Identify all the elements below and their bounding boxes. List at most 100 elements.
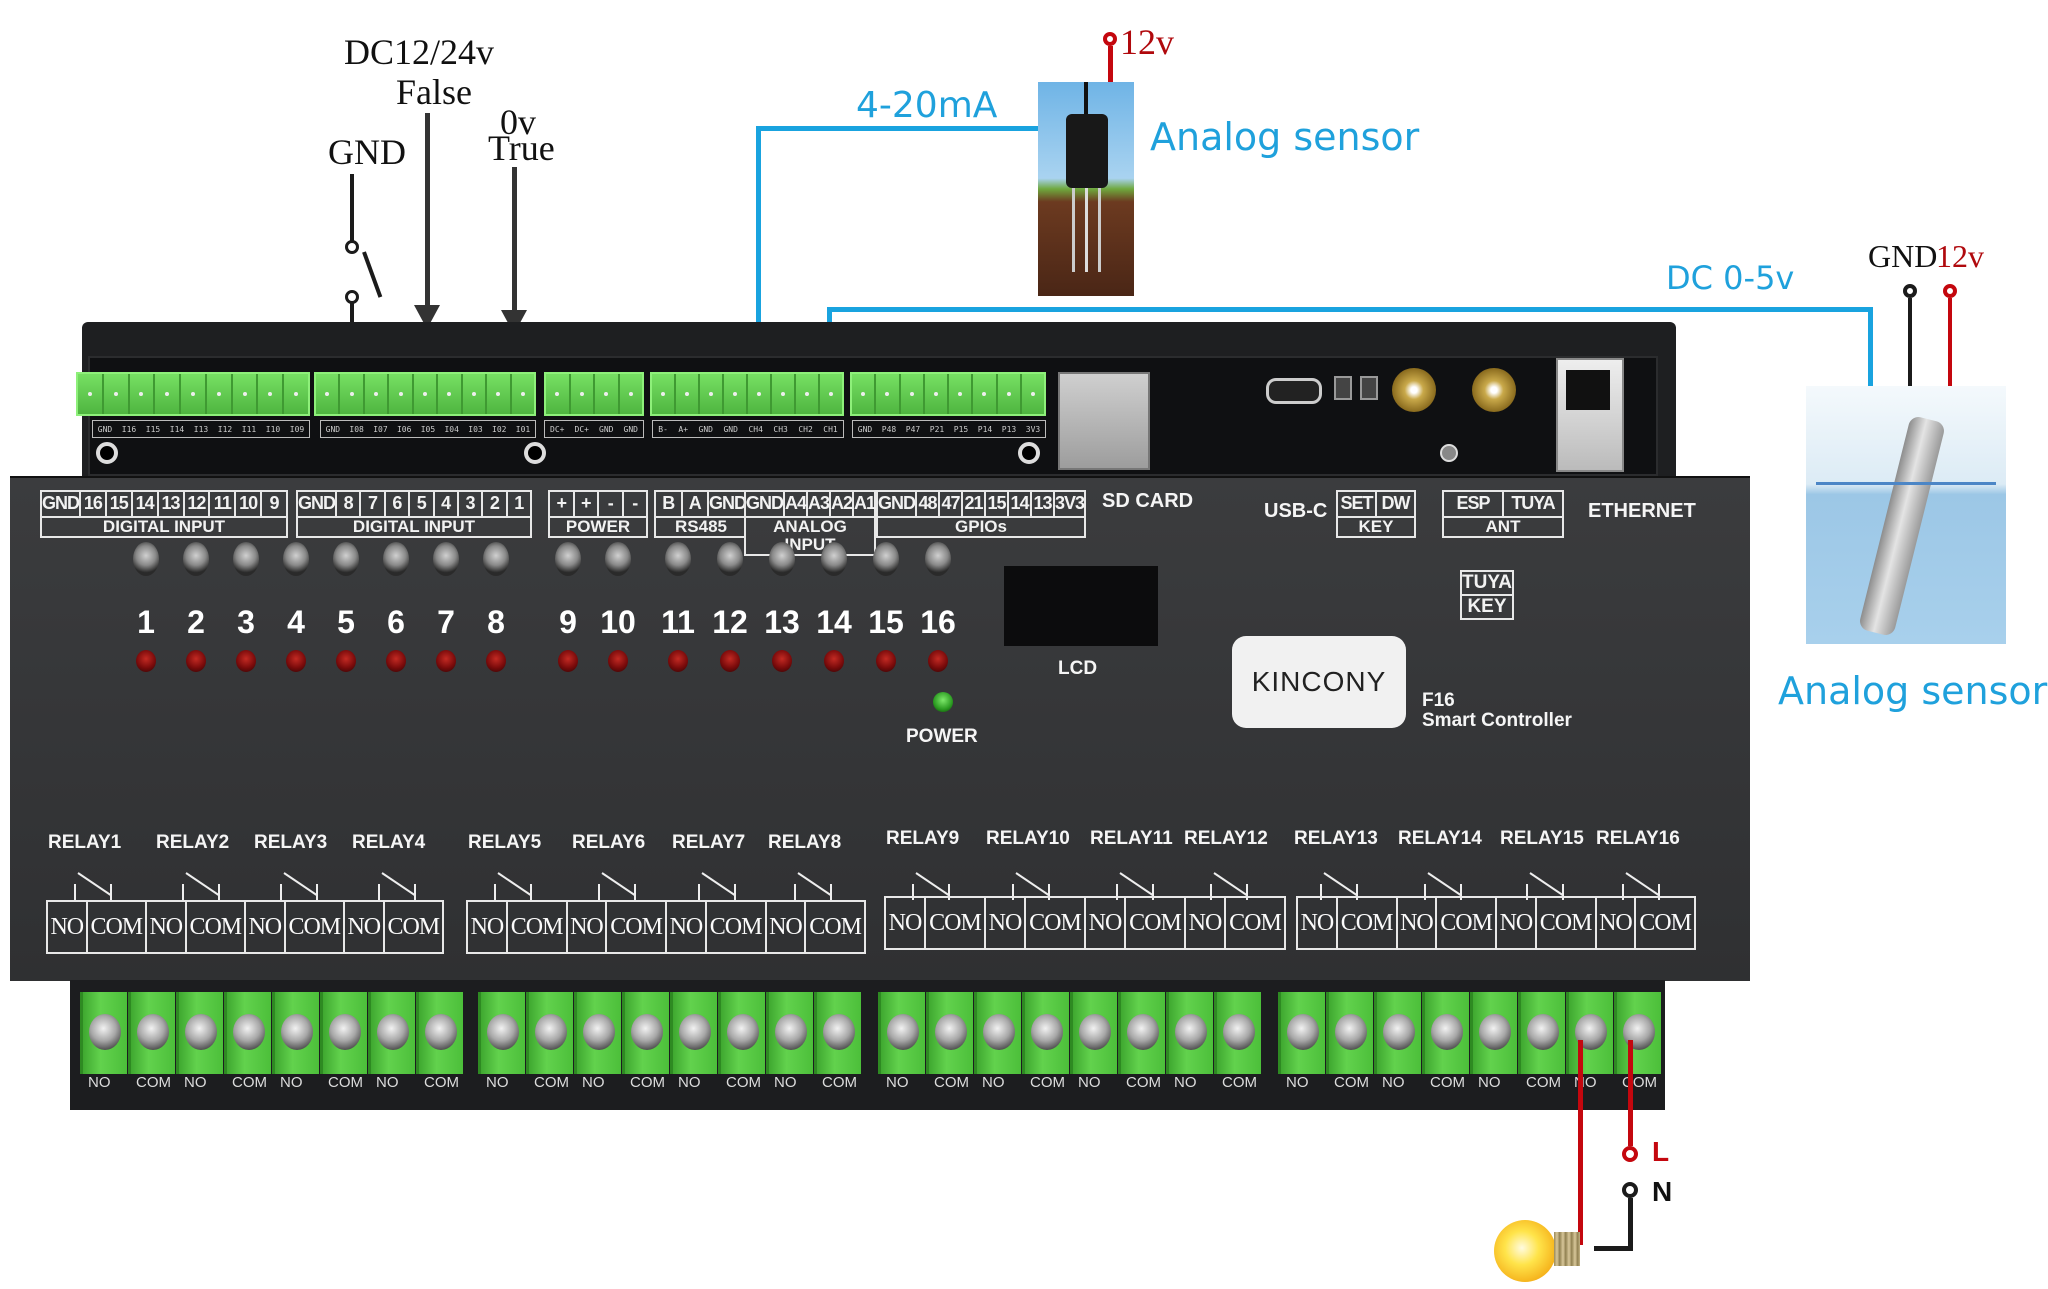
- relay-screw-terminal[interactable]: [926, 992, 973, 1074]
- terminal-pin[interactable]: [129, 374, 156, 414]
- relay-screw-terminal[interactable]: [1118, 992, 1165, 1074]
- tuya-antenna-connector[interactable]: [1472, 368, 1516, 412]
- input-toggle-switch[interactable]: [769, 542, 795, 576]
- terminal-pin[interactable]: [462, 374, 488, 414]
- terminal-pin[interactable]: [700, 374, 724, 414]
- relay-screw-terminal[interactable]: [176, 992, 223, 1074]
- relay-screw-terminal[interactable]: [1022, 992, 1069, 1074]
- terminal-pin[interactable]: [413, 374, 439, 414]
- relay-screw-terminal[interactable]: [1518, 992, 1565, 1074]
- terminal-pin[interactable]: [619, 374, 642, 414]
- relay-screw-terminal[interactable]: [814, 992, 861, 1074]
- relay-screw-terminal[interactable]: [1422, 992, 1469, 1074]
- relay-screw-terminal[interactable]: [574, 992, 621, 1074]
- cfg-button[interactable]: [1440, 444, 1458, 462]
- terminal-pin[interactable]: [546, 374, 571, 414]
- relay-screw-terminal[interactable]: [416, 992, 463, 1074]
- input-toggle-switch[interactable]: [873, 542, 899, 576]
- input-toggle-switch[interactable]: [133, 542, 159, 576]
- input-toggle-switch[interactable]: [433, 542, 459, 576]
- terminal-pin[interactable]: [973, 374, 998, 414]
- download-button[interactable]: [1360, 376, 1378, 400]
- terminal-pin[interactable]: [570, 374, 595, 414]
- input-toggle-switch[interactable]: [183, 542, 209, 576]
- terminal-pin[interactable]: [876, 374, 901, 414]
- terminal-pin[interactable]: [487, 374, 512, 414]
- relay-screw-terminal[interactable]: [1214, 992, 1261, 1074]
- relay-screw-terminal[interactable]: [1566, 992, 1613, 1074]
- sd-card-slot[interactable]: [1058, 372, 1150, 470]
- channel-led-icon: [486, 650, 506, 672]
- relay-screw-terminal[interactable]: [1614, 992, 1661, 1074]
- terminal-pin[interactable]: [340, 374, 365, 414]
- ethernet-port[interactable]: [1556, 358, 1624, 472]
- usb-c-port[interactable]: [1266, 378, 1322, 404]
- terminal-pin[interactable]: [652, 374, 676, 414]
- channel-number: 16: [920, 604, 956, 640]
- relay-screw-terminal[interactable]: [1470, 992, 1517, 1074]
- input-toggle-switch[interactable]: [555, 542, 581, 576]
- input-toggle-switch[interactable]: [283, 542, 309, 576]
- input-toggle-switch[interactable]: [665, 542, 691, 576]
- relay-screw-terminal[interactable]: [320, 992, 367, 1074]
- terminal-pin[interactable]: [316, 374, 341, 414]
- terminal-pin[interactable]: [997, 374, 1022, 414]
- input-toggle-switch[interactable]: [233, 542, 259, 576]
- relay-screw-terminal[interactable]: [1278, 992, 1325, 1074]
- input-toggle-switch[interactable]: [333, 542, 359, 576]
- relay-screw-terminal[interactable]: [272, 992, 319, 1074]
- relay-screw-terminal[interactable]: [1166, 992, 1213, 1074]
- terminal-pin[interactable]: [438, 374, 463, 414]
- input-toggle-switch[interactable]: [821, 542, 847, 576]
- terminal-pin[interactable]: [155, 374, 182, 414]
- relay-screw-terminal[interactable]: [224, 992, 271, 1074]
- terminal-pin[interactable]: [772, 374, 796, 414]
- terminal-pin[interactable]: [820, 374, 842, 414]
- terminal-pin[interactable]: [511, 374, 534, 414]
- terminal-pin[interactable]: [595, 374, 620, 414]
- input-toggle-switch[interactable]: [383, 542, 409, 576]
- terminal-pin[interactable]: [949, 374, 974, 414]
- terminal-pin[interactable]: [924, 374, 949, 414]
- voltage-signal-wire-h: [827, 307, 1873, 312]
- terminal-pin[interactable]: [206, 374, 233, 414]
- relay-screw-terminal[interactable]: [878, 992, 925, 1074]
- relay-screw-terminal[interactable]: [368, 992, 415, 1074]
- input-toggle-switch[interactable]: [483, 542, 509, 576]
- terminal-pin[interactable]: [724, 374, 748, 414]
- screw-terminal-label: NO: [1478, 1074, 1501, 1091]
- relay-screw-terminal[interactable]: [128, 992, 175, 1074]
- relay-screw-terminal[interactable]: [622, 992, 669, 1074]
- pcb-pin-label: GND: [623, 424, 638, 434]
- terminal-pin[interactable]: [258, 374, 285, 414]
- terminal-pin[interactable]: [1021, 374, 1044, 414]
- relay-screw-terminal[interactable]: [670, 992, 717, 1074]
- relay-screw-terminal[interactable]: [718, 992, 765, 1074]
- input-toggle-switch[interactable]: [925, 542, 951, 576]
- terminal-pin[interactable]: [748, 374, 772, 414]
- relay-screw-terminal[interactable]: [1374, 992, 1421, 1074]
- terminal-pin[interactable]: [676, 374, 700, 414]
- pcb-pin-label: I07: [373, 424, 388, 434]
- terminal-pin[interactable]: [103, 374, 130, 414]
- relay-screw-terminal[interactable]: [478, 992, 525, 1074]
- relay-screw-terminal[interactable]: [1326, 992, 1373, 1074]
- terminal-pin[interactable]: [284, 374, 309, 414]
- relay-screw-terminal[interactable]: [1070, 992, 1117, 1074]
- input-toggle-switch[interactable]: [717, 542, 743, 576]
- relay-screw-terminal[interactable]: [974, 992, 1021, 1074]
- terminal-pin[interactable]: [852, 374, 877, 414]
- terminal-pin[interactable]: [364, 374, 390, 414]
- terminal-pin[interactable]: [78, 374, 104, 414]
- terminal-pin[interactable]: [232, 374, 259, 414]
- terminal-pin[interactable]: [796, 374, 820, 414]
- reset-button[interactable]: [1334, 376, 1352, 400]
- relay-screw-terminal[interactable]: [80, 992, 127, 1074]
- relay-screw-terminal[interactable]: [526, 992, 573, 1074]
- relay-screw-terminal[interactable]: [766, 992, 813, 1074]
- terminal-pin[interactable]: [389, 374, 414, 414]
- terminal-pin[interactable]: [181, 374, 207, 414]
- esp-antenna-connector[interactable]: [1392, 368, 1436, 412]
- input-toggle-switch[interactable]: [605, 542, 631, 576]
- terminal-pin[interactable]: [900, 374, 925, 414]
